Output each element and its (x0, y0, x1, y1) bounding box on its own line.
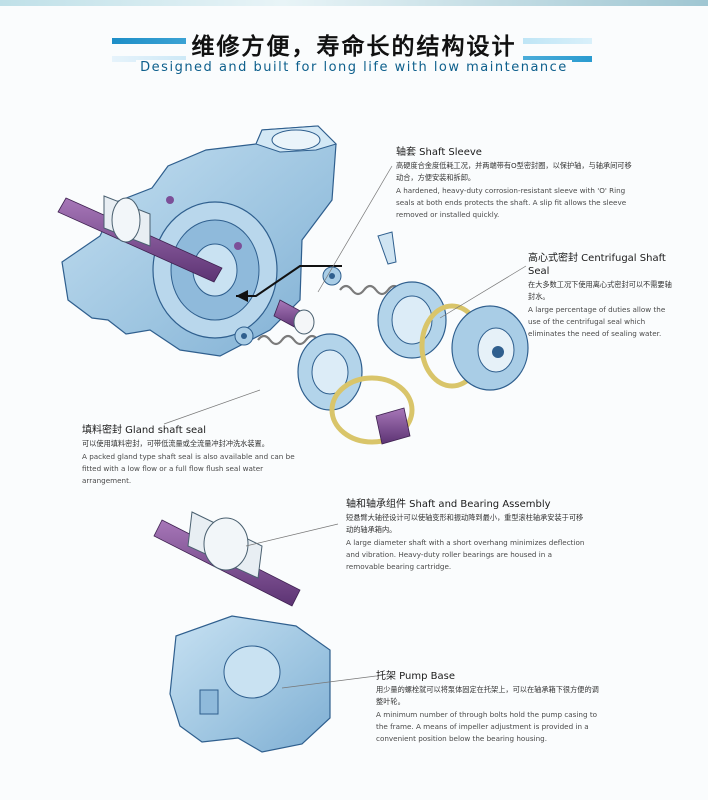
seal-disc (377, 281, 447, 359)
pump-base-part (169, 615, 331, 753)
centrifugal-seal-cn: 在大多数工况下使用离心式密封可以不需要轴封水。 (528, 280, 672, 301)
gland-seal-en: A packed gland type shaft seal is also a… (82, 452, 295, 485)
bearing-assembly-heading: 轴和轴承组件 Shaft and Bearing Assembly (346, 499, 551, 510)
expeller-impeller (451, 305, 529, 391)
shaft-sleeve-cn: 高硬度合金度低耗工况，并两端带有O型密封圈，以保护轴，与轴承间可移动合，方便安装… (396, 161, 632, 182)
spring-right (339, 284, 401, 296)
page-title-chinese: 维修方便，寿命长的结构设计 (0, 27, 708, 61)
shaft-sleeve-part (273, 299, 315, 335)
main-shaft (57, 195, 223, 283)
gland-seal-heading: 填料密封 Gland shaft seal (82, 425, 207, 436)
gland-sleeve (375, 407, 411, 445)
bolt (377, 231, 397, 265)
top-decorative-stripe (0, 0, 708, 6)
gear-small-lower (234, 326, 254, 346)
pump-base-heading: 托架 Pump Base (376, 671, 455, 682)
page-title-english: Designed and built for long life with lo… (0, 60, 708, 75)
bearing-assembly-part (153, 511, 301, 607)
shaft-sleeve-en: A hardened, heavy-duty corrosion-resista… (396, 186, 627, 219)
pump-base-en: A minimum number of through bolts hold t… (376, 710, 598, 743)
callout-pump-base: 托架 Pump Base 用少量的螺栓就可以将泵体固定在托架上，可以在轴承箱下很… (376, 670, 602, 745)
gland-disc (297, 333, 363, 411)
bearing-assembly-en: A large diameter shaft with a short over… (346, 538, 585, 571)
gland-seal-cn: 可以使用填料密封，可带低流量或全流量冲封冲洗水装置。 (82, 439, 269, 448)
connector-arrow (236, 265, 342, 302)
callout-centrifugal-seal: 高心式密封 Centrifugal Shaft Seal 在大多数工况下使用离心… (528, 252, 674, 340)
bearing-assembly-cn: 短悬臂大轴径设计可以使轴变形和振动降到最小，重型滚柱轴承安装于可移动的轴承箱内。 (346, 513, 584, 534)
gear-small-upper (322, 266, 342, 286)
pump-base-cn: 用少量的螺栓就可以将泵体固定在托架上，可以在轴承箱下很方便的调整叶轮。 (376, 685, 599, 706)
centrifugal-seal-en: A large percentage of duties allow the u… (528, 305, 666, 338)
callout-shaft-sleeve: 轴套 Shaft Sleeve 高硬度合金度低耗工况，并两端带有O型密封圈，以保… (396, 146, 632, 221)
centrifugal-seal-heading: 高心式密封 Centrifugal Shaft Seal (528, 253, 666, 277)
shaft-sleeve-heading: 轴套 Shaft Sleeve (396, 147, 482, 158)
leader-lines (163, 165, 527, 689)
callout-bearing-assembly: 轴和轴承组件 Shaft and Bearing Assembly 短悬臂大轴径… (346, 498, 590, 573)
callout-gland-seal: 填料密封 Gland shaft seal 可以使用填料密封，可带低流量或全流量… (82, 424, 308, 487)
gland-ring (329, 375, 415, 445)
